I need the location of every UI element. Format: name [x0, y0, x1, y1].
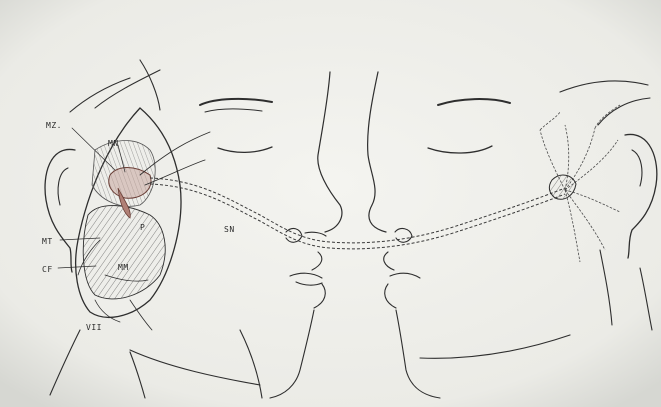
- label-mt: MT: [42, 237, 53, 246]
- label-p: P: [140, 223, 145, 232]
- label-mz: MZ.: [46, 121, 62, 130]
- label-mn: MN: [108, 139, 119, 148]
- label-vii: VII: [86, 323, 102, 332]
- label-mm: MM: [118, 263, 129, 272]
- label-cf: CF: [42, 265, 53, 274]
- label-sn: SN: [224, 225, 235, 234]
